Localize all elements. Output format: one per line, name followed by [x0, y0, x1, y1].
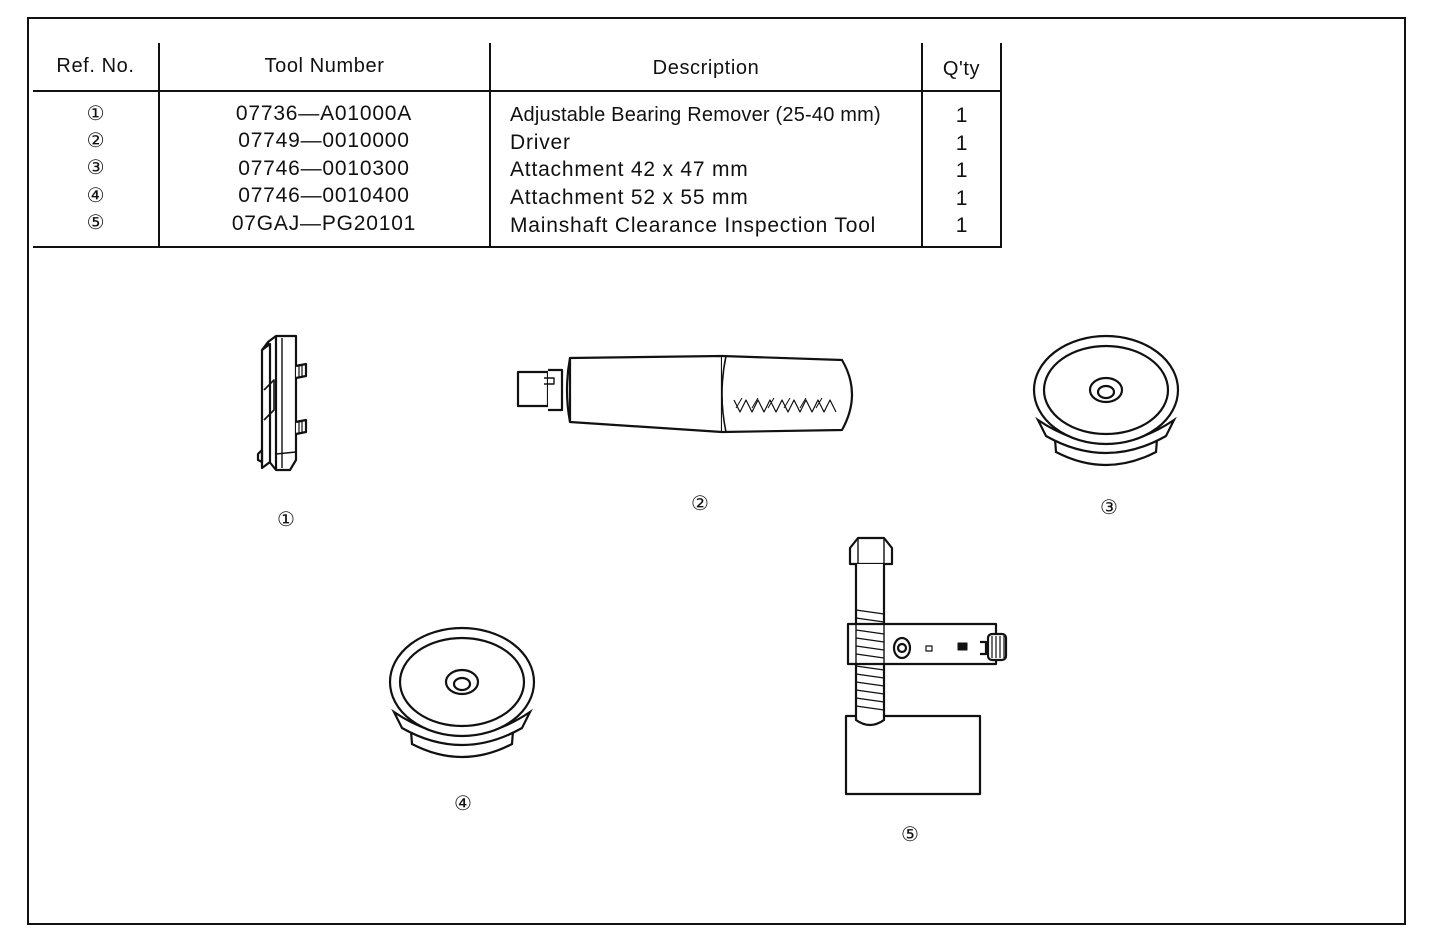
row-description: Mainshaft Clearance Inspection Tool	[510, 214, 877, 237]
page-frame	[27, 17, 1406, 925]
row-qty: 1	[955, 104, 969, 127]
figure-label-4: ④	[454, 793, 472, 815]
header-ref-no: Ref. No.	[56, 55, 135, 77]
row-qty: 1	[955, 214, 969, 237]
header-rule	[33, 90, 1002, 92]
col-divider	[921, 43, 923, 248]
attachment-42x47-icon	[1032, 334, 1180, 466]
clearance-inspection-tool-icon	[844, 536, 1008, 796]
driver-icon	[516, 354, 853, 434]
col-divider	[158, 43, 160, 248]
figure-label-3: ③	[1100, 497, 1118, 519]
row-qty: 1	[955, 132, 969, 155]
row-ref: ①	[86, 103, 106, 125]
tool-table: Ref. No. Tool Number Description Q'ty ① …	[33, 43, 1002, 249]
row-description: Attachment 52 x 55 mm	[510, 186, 749, 209]
row-ref: ⑤	[86, 212, 106, 234]
row-description: Adjustable Bearing Remover (25-40 mm)	[510, 104, 881, 126]
row-tool-number: 07GAJ—PG20101	[231, 212, 417, 235]
row-tool-number: 07736—A01000A	[235, 102, 413, 125]
row-ref: ②	[86, 130, 106, 152]
row-qty: 1	[955, 187, 969, 210]
row-tool-number: 07746—0010300	[238, 157, 410, 180]
figure-label-5: ⑤	[901, 824, 919, 846]
row-ref: ④	[86, 185, 106, 207]
table-bottom-rule	[33, 246, 1002, 248]
attachment-52x55-icon	[388, 626, 536, 758]
row-description: Driver	[510, 131, 571, 154]
row-qty: 1	[955, 159, 969, 182]
row-ref: ③	[86, 157, 106, 179]
col-divider	[489, 43, 491, 248]
row-description: Attachment 42 x 47 mm	[510, 158, 749, 181]
header-description: Description	[652, 57, 760, 79]
figure-label-2: ②	[691, 493, 709, 515]
header-tool-number: Tool Number	[264, 55, 385, 77]
figure-label-1: ①	[277, 509, 295, 531]
bearing-remover-icon	[256, 334, 308, 472]
header-qty: Q'ty	[942, 58, 981, 80]
col-divider	[1000, 43, 1002, 248]
row-tool-number: 07749—0010000	[238, 129, 410, 152]
row-tool-number: 07746—0010400	[238, 184, 410, 207]
